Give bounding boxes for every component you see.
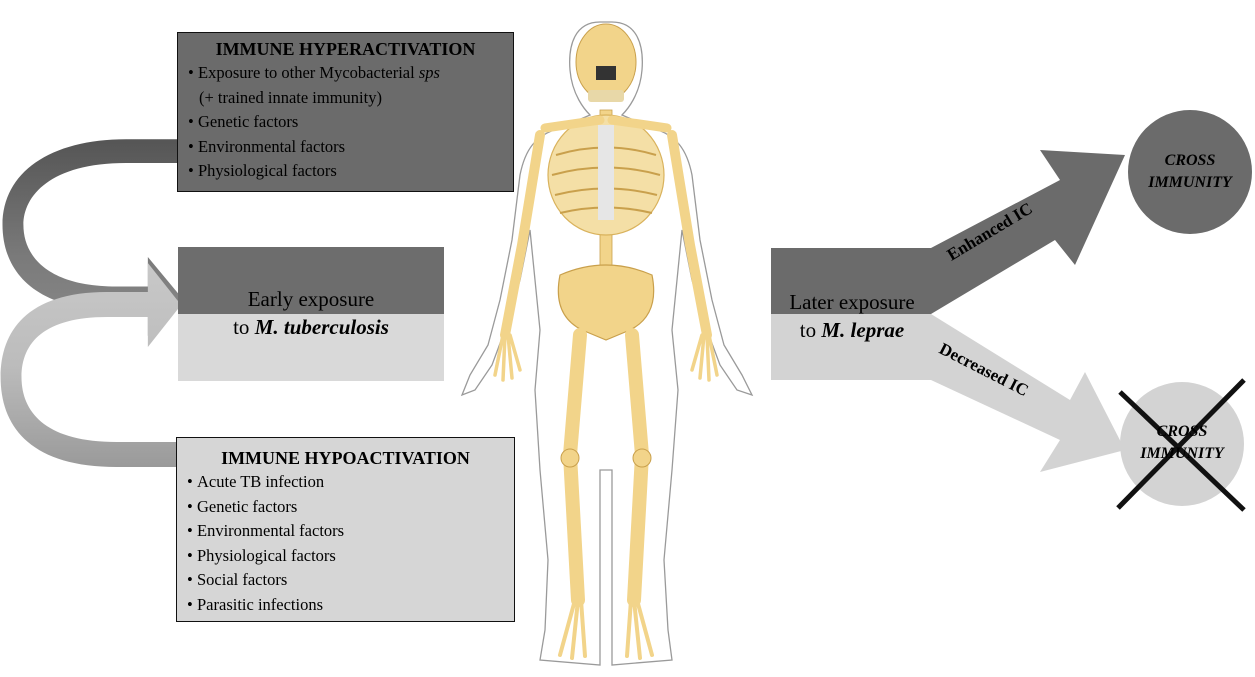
early-exposure-box: Early exposure to M. tuberculosis: [178, 247, 444, 381]
later-exposure-organism: M. leprae: [821, 318, 904, 342]
hypoactivation-list-item: •Acute TB infection: [187, 470, 504, 495]
hypoactivation-list-item: •Parasitic infections: [187, 593, 504, 618]
hyperactivation-list-item-text: Genetic factors: [198, 112, 298, 131]
early-exposure-line1: Early exposure: [178, 287, 444, 312]
hypoactivation-list-item-text: Environmental factors: [197, 521, 344, 540]
early-exposure-prefix: to: [233, 315, 255, 339]
hypoactivation-list-item-text: Social factors: [197, 570, 287, 589]
bullet-icon: •: [187, 568, 197, 593]
hypoactivation-title: IMMUNE HYPOACTIVATION: [187, 446, 504, 470]
bullet-icon: •: [187, 544, 197, 569]
later-exposure-line2: to M. leprae: [772, 316, 932, 344]
hypoactivation-list-item: •Genetic factors: [187, 495, 504, 520]
immune-hypoactivation-box: IMMUNE HYPOACTIVATION •Acute TB infectio…: [176, 437, 515, 622]
hyperactivation-list-item-text: Physiological factors: [198, 161, 337, 180]
bullet-icon: •: [187, 470, 197, 495]
hyperactivation-title: IMMUNE HYPERACTIVATION: [188, 37, 503, 61]
later-exposure-prefix: to: [800, 318, 822, 342]
bullet-icon: •: [188, 61, 198, 86]
hypoactivation-list-item: •Physiological factors: [187, 544, 504, 569]
hypoactivation-list-item: •Social factors: [187, 568, 504, 593]
hyperactivation-list: •Exposure to other Mycobacterial sps(+ t…: [188, 61, 503, 184]
bullet-icon: •: [188, 159, 198, 184]
bullet-icon: •: [187, 495, 197, 520]
hypoactivation-list-item: •Environmental factors: [187, 519, 504, 544]
later-exposure-line1: Later exposure: [772, 288, 932, 316]
early-exposure-organism: M. tuberculosis: [255, 315, 389, 339]
hyperactivation-list-item: •Genetic factors: [188, 110, 503, 135]
hypoactivation-list-item-text: Acute TB infection: [197, 472, 324, 491]
bullet-icon: •: [188, 110, 198, 135]
no-cross-immunity-line1: CROSS: [1120, 421, 1244, 443]
bullet-icon: •: [188, 135, 198, 160]
bullet-icon: •: [187, 593, 197, 618]
bullet-icon: •: [187, 519, 197, 544]
cross-immunity-line2: IMMUNITY: [1128, 172, 1252, 194]
hyperactivation-list-item: •Physiological factors: [188, 159, 503, 184]
no-cross-immunity-line2: IMMUNITY: [1120, 443, 1244, 465]
immune-hyperactivation-box: IMMUNE HYPERACTIVATION •Exposure to othe…: [177, 32, 514, 192]
hypoactivation-list: •Acute TB infection•Genetic factors•Envi…: [187, 470, 504, 617]
hypoactivation-list-item-text: Parasitic infections: [197, 595, 323, 614]
hyperactivation-list-item-text: Exposure to other Mycobacterial: [198, 63, 419, 82]
hyperactivation-list-item: •Environmental factors: [188, 135, 503, 160]
hypoactivation-curved-arrow: [1, 263, 182, 467]
hyperactivation-list-item-text: Environmental factors: [198, 137, 345, 156]
early-exposure-line2: to M. tuberculosis: [178, 315, 444, 340]
hypoactivation-list-item-text: Genetic factors: [197, 497, 297, 516]
hyperactivation-list-item-text: (+ trained innate immunity): [188, 86, 382, 111]
enhanced-ic-arrow: [931, 150, 1125, 314]
no-cross-immunity-label: CROSS IMMUNITY: [1120, 421, 1244, 465]
cross-immunity-label: CROSS IMMUNITY: [1128, 150, 1252, 194]
cross-immunity-line1: CROSS: [1128, 150, 1252, 172]
decreased-ic-arrow: [931, 314, 1125, 472]
hyperactivation-list-item-italic: sps: [419, 63, 440, 82]
hyperactivation-list-item: (+ trained innate immunity): [188, 86, 503, 111]
hyperactivation-list-item: •Exposure to other Mycobacterial sps: [188, 61, 503, 86]
hypoactivation-list-item-text: Physiological factors: [197, 546, 336, 565]
later-exposure-text: Later exposure to M. leprae: [772, 288, 932, 344]
